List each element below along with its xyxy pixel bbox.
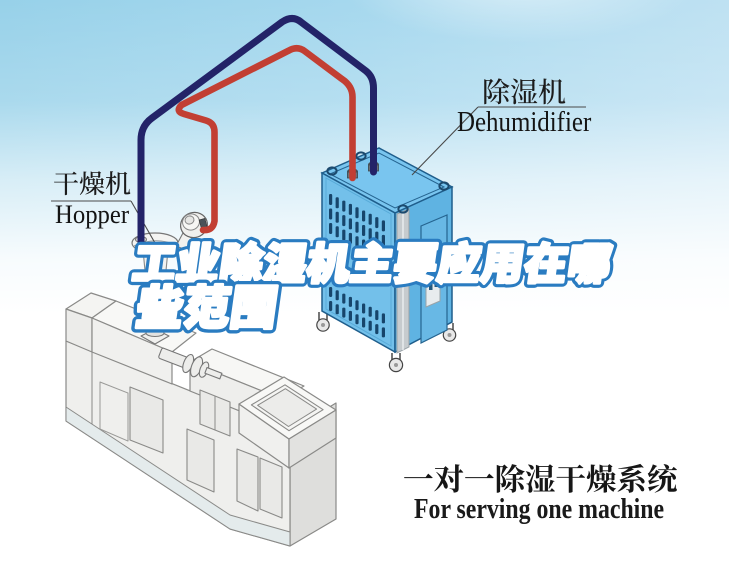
molding-machine-drawing — [65, 292, 337, 547]
label-dehumidifier-cn — [484, 78, 566, 105]
main-title-line2 — [136, 285, 278, 329]
vent-louvers — [329, 194, 385, 338]
lifting-eyelets — [326, 151, 450, 214]
label-dehumidifier-en: Dehumidifier — [457, 107, 592, 138]
caption-cn — [404, 463, 677, 493]
pipes — [137, 15, 377, 252]
main-title-line1 — [132, 242, 613, 284]
barrel-nozzle — [158, 347, 223, 380]
return-pipe-navy — [137, 15, 377, 252]
supply-pipe-red — [175, 44, 356, 234]
caption-en: For serving one machine — [414, 493, 665, 525]
label-dryer-cn — [54, 171, 131, 196]
label-hopper-en: Hopper — [55, 200, 130, 229]
